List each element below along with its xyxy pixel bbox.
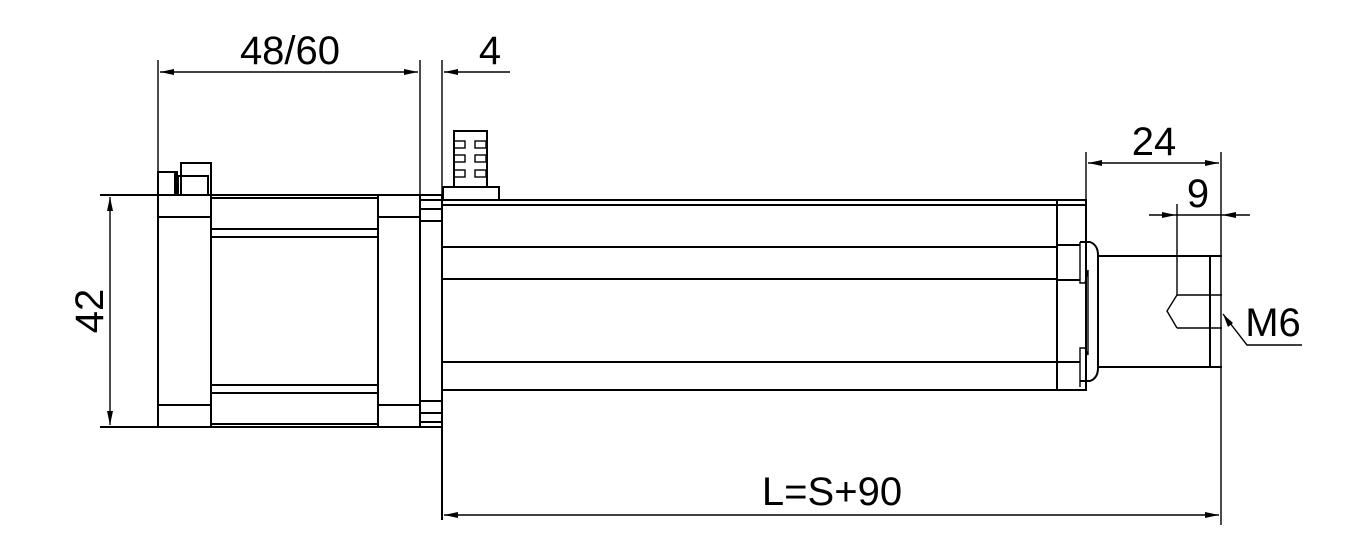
motor-body — [100, 194, 443, 428]
dim-rod-end-label: 24 — [1132, 120, 1177, 164]
dim-rod-end: 24 — [1085, 120, 1222, 525]
dim-motor-length: 48/60 — [157, 29, 443, 195]
dim-motor-length-label: 48/60 — [240, 29, 340, 73]
dim-flange-label: 4 — [479, 29, 501, 73]
dim-thread-depth-label: 9 — [1187, 172, 1209, 216]
dim-total-length-label: L=S+90 — [762, 470, 902, 514]
dim-height: 42 — [68, 197, 113, 425]
dim-thread-depth: 9 — [1149, 172, 1250, 295]
dim-total-length: L=S+90 — [444, 470, 1219, 518]
motor-connector — [157, 162, 212, 196]
dim-height-label: 42 — [68, 289, 112, 334]
actuator-tube — [441, 195, 1099, 520]
rod-end — [1098, 255, 1222, 368]
dim-thread: M6 — [1222, 301, 1302, 346]
sensor-connector — [442, 130, 500, 201]
dim-flange: 4 — [444, 29, 510, 75]
dim-thread-label: M6 — [1245, 301, 1301, 345]
